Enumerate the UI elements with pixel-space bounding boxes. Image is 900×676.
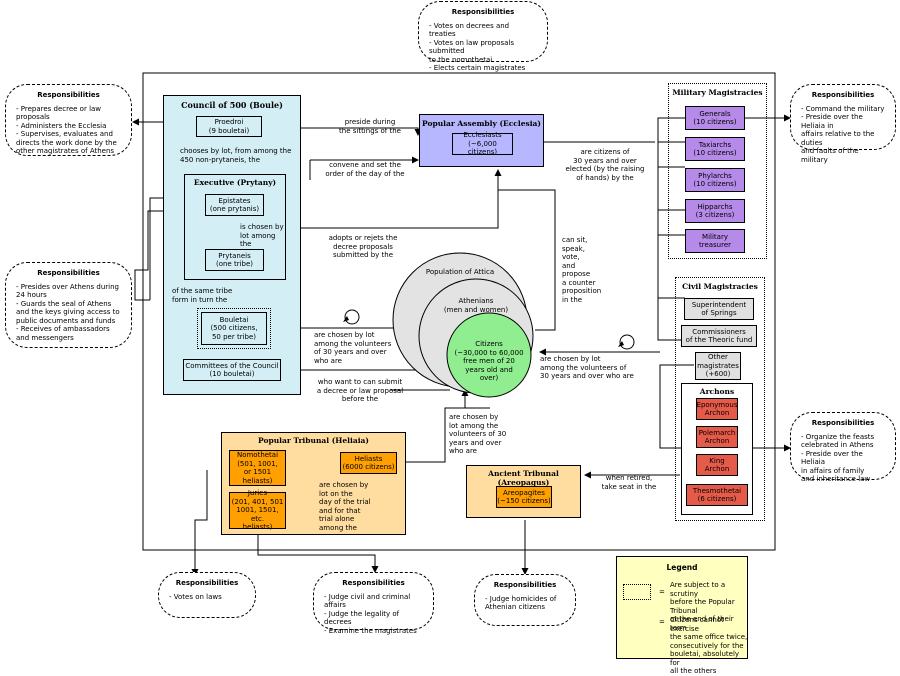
executive-title: Executive (Prytany) [193,178,277,187]
epistates-box: Epistates (one prytanis) [205,194,264,216]
label-chosen-trial: are chosen by lot on the day of the tria… [319,481,371,532]
archons-title: Archons [699,387,735,396]
king-archon-box: King Archon [696,454,738,476]
legend-eq-1: = [659,588,665,596]
label-who-want: who want to can submit a decree or law p… [316,378,404,403]
civil-title: Civil Magistracies [682,282,758,291]
loop-bouletai [344,309,360,325]
juries-box: Juries (201, 401, 501 1001, 1501, etc. h… [229,489,286,531]
legend-panel: Legend [616,556,748,659]
military-treasurer-box: Military treasurer [685,229,745,253]
heliaia-title: Popular Tribunal (Heliaia) [258,436,369,445]
responsibilities-archons: Responsibilities - Organize the feasts c… [790,412,896,483]
heliasts-box: Heliasts (6000 citizens) [340,452,397,474]
legend-dotted-sample [623,584,651,600]
same-tribe-note: of the same tribe form in turn the [172,287,233,304]
generals-box: Generals (10 citizens) [685,106,745,130]
label-chosen-volunteers-right: are chosen by lot among the volunteers o… [540,355,634,380]
label-when-retired: when retired, take seat in the [601,474,657,491]
responsibilities-nomothetai: Responsibilities - Votes on laws [158,572,256,618]
legend-dotted-text: Are subject to a scrutiny before the Pop… [670,581,735,632]
legend-eq-2: = [659,618,665,626]
theoric-fund-box: Commissioners of the Theoric fund [681,325,757,347]
eponymous-archon-box: Eponymous Archon [696,398,738,420]
legend-title: Legend [666,563,698,572]
nomothetai-box: Nomothetai (501, 1001, or 1501 heliasts) [229,450,286,486]
bouletai-dotted [197,308,271,349]
polemarch-archon-box: Polemarch Archon [696,426,738,448]
boule-panel: Council of 500 (Boule) [163,95,301,395]
areopagus-title: Ancient Tribunal (Areopagus) [488,469,559,487]
citizens-circle [446,312,532,398]
athenians-label: Athenians (men and women) [443,297,509,314]
military-panel: Military Magistracies [668,83,767,259]
ecclesiasts-box: Ecclesiasts (~6,000 citizens) [452,131,513,156]
label-preside: preside during the sittings of the [339,118,401,135]
population-label: Population of Attica [425,268,495,276]
responsibilities-assembly: Responsibilities - Votes on decrees and … [418,1,548,72]
loop-magistrates [619,334,635,350]
citizens-label: Citizens (~30,000 to 60,000 free men of … [454,340,524,382]
responsibilities-areopagus: Responsibilities - Judge homicides of At… [474,574,576,626]
assembly-title: Popular Assembly (Ecclesia) [422,119,541,128]
areopagites-box: Areopagites (~150 citizens) [496,486,552,508]
responsibilities-epistates: Responsibilities - Presides over Athens … [5,262,132,348]
main-frame [142,72,776,551]
label-chosen-volunteers-left: are chosen by lot among the volunteers o… [314,331,392,365]
boule-title: Council of 500 (Boule) [181,100,283,110]
label-chosen-heliasts: are chosen by lot among the volunteers o… [449,413,507,455]
label-adopts: adopts or rejets the decree proposals su… [328,234,398,259]
prytaneis-box: Prytaneis (one tribe) [205,249,264,271]
executive-panel: Executive (Prytany) [184,174,286,280]
committees-box: Committees of the Council (10 bouletai) [183,359,281,381]
prytaneis-epistates-loop [134,207,209,301]
hipparchs-box: Hipparchs (3 citizens) [685,199,745,223]
thesmothetai-box: Thesmothetai (6 citizens) [686,484,748,506]
responsibilities-military: Responsibilities - Command the military-… [790,84,896,164]
chosen-among-note: is chosen by lot among the [240,223,284,248]
superintendent-box: Superintendent of Springs [684,298,754,320]
label-citizens-elected: are citizens of 30 years and over electe… [565,148,645,182]
proedroi-box: Proedroi (9 bouletai) [196,116,262,137]
phylarchs-box: Phylarchs (10 citizens) [685,168,745,192]
constitution-diagram: { "boule": { "title": "Council of 500 (B… [5,1,896,675]
bouletai-box: Bouletai (500 citizens, 50 per tribe) [201,312,267,345]
assembly-panel: Popular Assembly (Ecclesia) [419,114,544,167]
label-convene: convene and set the order of the day of … [325,161,405,178]
resp-list: - Votes on decrees and treaties- Votes o… [429,21,526,73]
responsibilities-juries: Responsibilities - Judge civil and crimi… [313,572,434,635]
civil-panel: Civil Magistracies [675,277,765,521]
legend-loop-text: Citizens cannot exercise the same office… [670,616,748,675]
taxiarchs-box: Taxiarchs (10 citizens) [685,137,745,161]
military-title: Military Magistracies [672,88,763,97]
proedroi-note: chooses by lot, from among the 450 non-p… [180,147,292,164]
other-magistrates-box: Other magistrates (+600) [695,352,741,380]
responsibilities-boule: Responsibilities - Prepares decree or la… [5,84,132,156]
label-can-sit: can sit, speak, vote, and propose a coun… [562,236,602,304]
